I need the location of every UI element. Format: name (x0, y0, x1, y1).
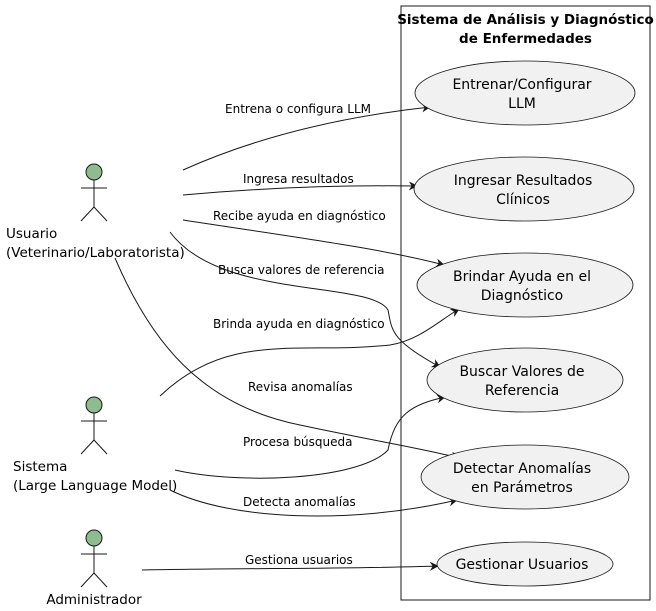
use-case-brindar-ellipse (416, 252, 634, 318)
actor-usuario-label-line1: Usuario (6, 226, 57, 242)
edge-label-revisa: Revisa anomalías (248, 380, 353, 394)
actor-sistema-label-line2: (Large Language Model) (13, 478, 177, 494)
use-case-brindar-line2: Diagnóstico (481, 288, 564, 304)
edge-label-busca: Busca valores de referencia (218, 263, 385, 277)
use-case-buscar-ellipse (426, 347, 624, 413)
edge-label-detecta: Detecta anomalías (243, 495, 356, 509)
edge-entrena (182, 103, 431, 171)
edge-gestiona (141, 561, 439, 571)
actor-usuario-head-icon (85, 163, 103, 181)
system-title-line2: de Enfermedades (459, 31, 592, 47)
actor-usuario-leg-right (93, 206, 108, 222)
actor-sistema-label-line1: Sistema (13, 459, 67, 475)
edge-labels: Entrena o configura LLM Ingresa resultad… (213, 102, 386, 567)
edge-label-gestiona: Gestiona usuarios (245, 553, 353, 567)
actor-administrador-label: Administrador (46, 592, 142, 608)
edge-revisa (114, 257, 460, 461)
use-case-gestionar[interactable]: Gestionar Usuarios (436, 541, 614, 587)
actor-administrador-leg-left (80, 572, 95, 588)
actor-sistema-leg-right (93, 439, 108, 455)
use-case-buscar-line1: Buscar Valores de (459, 364, 584, 380)
edge-label-procesa: Procesa búsqueda (243, 435, 353, 449)
use-case-detectar[interactable]: Detectar Anomalías en Parámetros (420, 444, 630, 510)
use-case-gestionar-line1: Gestionar Usuarios (456, 557, 589, 573)
use-case-buscar-line2: Referencia (485, 383, 559, 399)
actor-sistema-head-icon (85, 396, 103, 414)
actor-sistema-leg-left (80, 439, 95, 455)
system-title-line1: Sistema de Análisis y Diagnóstico (397, 12, 654, 28)
use-case-entrenar-line2: LLM (508, 96, 536, 112)
use-case-buscar[interactable]: Buscar Valores de Referencia (426, 347, 624, 413)
edge-label-entrena: Entrena o configura LLM (225, 102, 371, 116)
edge-detecta (169, 489, 458, 517)
edges (114, 103, 460, 571)
actor-administrador-leg-right (93, 572, 108, 588)
actor-usuario-leg-left (80, 206, 95, 222)
use-case-detectar-line2: en Parámetros (471, 480, 573, 496)
use-case-ingresar[interactable]: Ingresar Resultados Clínicos (413, 156, 635, 222)
actor-usuario[interactable]: Usuario (Veterinario/Laboratorista) (6, 163, 185, 261)
actors: Usuario (Veterinario/Laboratorista) Sist… (6, 163, 185, 608)
edge-ingresa (182, 181, 418, 196)
use-cases: Entrenar/Configurar LLM Ingresar Resulta… (413, 60, 636, 587)
use-case-ingresar-ellipse (413, 156, 635, 222)
edge-label-recibe: Recibe ayuda en diagnóstico (213, 209, 386, 223)
use-case-ingresar-line1: Ingresar Resultados (454, 173, 593, 189)
use-case-entrenar[interactable]: Entrenar/Configurar LLM (414, 60, 636, 126)
edge-busca (169, 231, 441, 368)
edge-label-ingresa: Ingresa resultados (243, 172, 354, 186)
actor-sistema[interactable]: Sistema (Large Language Model) (13, 396, 177, 494)
use-case-brindar[interactable]: Brindar Ayuda en el Diagnóstico (416, 252, 634, 318)
use-case-entrenar-ellipse (414, 60, 636, 126)
edge-recibe (182, 219, 445, 268)
use-case-ingresar-line2: Clínicos (496, 192, 550, 208)
edge-procesa (174, 394, 446, 479)
use-case-detectar-line1: Detectar Anomalías (453, 461, 591, 477)
actor-usuario-label-line2: (Veterinario/Laboratorista) (6, 245, 185, 261)
edge-brinda (159, 308, 460, 397)
use-case-entrenar-line1: Entrenar/Configurar (452, 77, 591, 93)
use-case-detectar-ellipse (420, 444, 630, 510)
use-case-gestionar-ellipse (436, 541, 614, 587)
actor-administrador[interactable]: Administrador (46, 529, 142, 608)
use-case-brindar-line1: Brindar Ayuda en el (453, 269, 591, 285)
edge-label-brinda: Brinda ayuda en diagnóstico (213, 317, 385, 331)
actor-administrador-head-icon (85, 529, 103, 547)
